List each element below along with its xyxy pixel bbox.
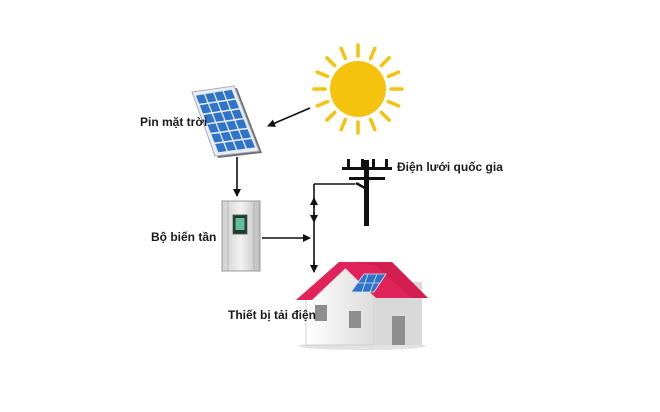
panel-cell [212,112,225,122]
sun-ray [339,46,348,61]
sun-ray [379,56,391,68]
solar-panel-label: Pin mặt trời [140,115,208,129]
panel-cell [220,131,233,142]
inverter-label: Bộ biến tần [151,230,217,244]
sun-ray [339,117,348,132]
panel-cell [218,101,230,111]
distribution-bus [310,183,355,273]
house-icon [296,261,428,350]
sun-ray [325,56,337,68]
load-label: Thiết bị tải điện [228,308,317,322]
panel-cell [209,102,221,113]
panel-cell [195,94,208,104]
utility-pole-icon [342,159,392,226]
sun-ray [386,70,401,79]
panel-cell [235,119,247,129]
panel-cell [227,99,239,110]
panel-cell [203,113,215,124]
sun-ray [368,46,377,61]
panel-cell [243,139,255,149]
panel-cell [216,122,229,132]
sun-ray [325,110,337,122]
panel-cell [207,123,219,133]
solar-panel-icon [191,85,262,158]
sun-ray [386,99,401,108]
panel-cell [231,109,243,119]
panel-cell [214,91,226,101]
sun-ray [368,117,377,132]
grid-label: Điện lưới quốc gia [397,160,503,174]
panel-cell [211,133,223,143]
panel-cell [223,89,235,100]
panel-cell [215,142,227,153]
sunlight-arrow [267,107,311,127]
inverter-icon [221,200,261,272]
panel-cell [230,130,242,140]
panel-cell [226,120,238,131]
panel-cell [239,129,251,139]
sun-icon [312,43,404,135]
panel-cell [199,104,212,114]
panel-cell [222,110,234,121]
sun-ray [315,70,330,79]
sun-ray [379,110,391,122]
panel-cell [205,92,217,103]
panel-cell [234,140,246,150]
sun-ray [315,99,330,108]
panel-cell [224,141,236,151]
